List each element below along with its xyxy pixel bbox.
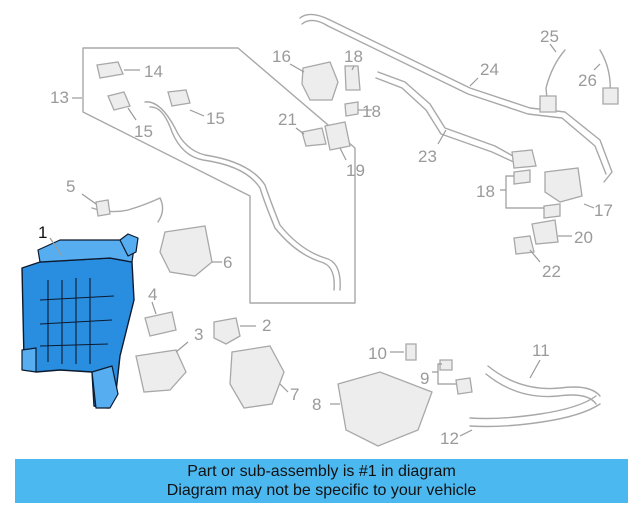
- sensor-25-body: [539, 95, 557, 113]
- callout-24: 24: [480, 60, 499, 79]
- pump-6: [159, 225, 213, 277]
- callout-12: 12: [440, 429, 459, 448]
- pipe-23: [377, 71, 521, 161]
- air-pump-7: [229, 345, 285, 409]
- callout-14: 14: [144, 62, 163, 81]
- leader-7: [279, 383, 289, 393]
- valve-16: [301, 61, 339, 101]
- hose-11: [487, 365, 601, 397]
- leader-18a: [351, 65, 355, 71]
- leader-25: [549, 43, 557, 53]
- callout-9: 9: [420, 369, 429, 388]
- bracket-8: [337, 371, 433, 447]
- callout-5: 5: [66, 177, 75, 196]
- leader-15a: [127, 107, 137, 121]
- callout-10: 10: [368, 344, 387, 363]
- hose-12: [469, 395, 597, 420]
- canister-port: [119, 233, 139, 257]
- leader-1: [49, 237, 63, 257]
- banner-line-part-info: Part or sub-assembly is #1 in diagram: [187, 463, 456, 480]
- pipe-24-inner: [301, 19, 607, 175]
- callout-20: 20: [574, 228, 593, 247]
- canister-top: [37, 239, 135, 263]
- leader-19: [339, 147, 347, 161]
- sensor-25: [545, 49, 566, 111]
- bolt-10: [405, 343, 417, 361]
- callout-18c: 18: [476, 182, 495, 201]
- callout-22: 22: [542, 262, 561, 281]
- hose-13: [144, 101, 341, 291]
- callout-3: 3: [194, 325, 203, 344]
- hose-11-inner: [485, 373, 597, 405]
- callout-16: 16: [272, 47, 291, 66]
- callout-6: 6: [223, 253, 232, 272]
- fitting-18-right-b: [543, 203, 561, 219]
- clip-9b: [455, 377, 473, 395]
- valve-4: [144, 311, 177, 337]
- leader-9: [432, 363, 456, 385]
- callout-18a: 18: [344, 47, 363, 66]
- valve-17: [544, 167, 583, 203]
- leader-4: [151, 301, 157, 315]
- callout-25: 25: [540, 27, 559, 46]
- clamp-15-left: [107, 91, 131, 111]
- canister-body: [21, 257, 135, 409]
- callout-26: 26: [578, 71, 597, 90]
- callout-21: 21: [278, 110, 297, 129]
- hose-13-inner: [149, 106, 335, 291]
- info-banner: Part or sub-assembly is #1 in diagram Di…: [15, 459, 628, 503]
- leader-12: [459, 429, 473, 437]
- callout-1: 1: [38, 223, 47, 242]
- bracket-3: [135, 349, 187, 393]
- leader-24: [469, 77, 479, 87]
- banner-line-disclaimer: Diagram may not be specific to your vehi…: [166, 482, 477, 499]
- callout-15b: 15: [206, 109, 225, 128]
- clip-9a: [439, 359, 453, 371]
- leader-23: [437, 129, 447, 145]
- leader-17: [583, 203, 595, 209]
- flange-23: [511, 149, 537, 169]
- clamp-14: [96, 61, 124, 79]
- bracket-21: [301, 127, 327, 147]
- callout-7: 7: [290, 385, 299, 404]
- callout-4: 4: [148, 285, 157, 304]
- callout-17: 17: [594, 201, 613, 220]
- callout-11: 11: [532, 341, 550, 360]
- elbow-2: [213, 317, 241, 345]
- clamp-15-right: [167, 89, 191, 107]
- leader-5: [81, 193, 97, 205]
- callout-15a: 15: [134, 122, 153, 141]
- leader-11: [529, 359, 541, 379]
- callout-8: 8: [312, 395, 321, 414]
- canister-ribs: [39, 278, 115, 364]
- harness-5-plug: [95, 199, 111, 217]
- leader-15b: [189, 109, 205, 117]
- pipe-23-inner: [375, 77, 519, 165]
- callout-19: 19: [346, 161, 365, 180]
- fitting-18-right-a: [513, 169, 531, 185]
- leader-16: [289, 63, 305, 73]
- leader-18c: [500, 175, 544, 209]
- leader-22: [529, 249, 541, 263]
- bracket-22: [513, 235, 535, 255]
- leader-26: [593, 63, 601, 71]
- group-box-13: [82, 47, 356, 304]
- bracket-20: [531, 219, 559, 245]
- callout-18b: 18: [362, 102, 381, 121]
- callout-2: 2: [262, 316, 271, 335]
- callout-13: 13: [50, 88, 69, 107]
- sensor-26-body: [602, 87, 619, 105]
- hose-12-inner: [469, 403, 601, 428]
- leader-21: [295, 127, 305, 135]
- canister-bracket: [91, 365, 119, 409]
- canister-foot: [21, 347, 37, 373]
- callout-23: 23: [418, 147, 437, 166]
- highlighted-canister-part-1: [21, 233, 139, 409]
- fitting-18-mid: [344, 101, 359, 117]
- clip-19: [324, 121, 351, 151]
- leader-3: [175, 341, 189, 353]
- pipe-24: [299, 13, 613, 183]
